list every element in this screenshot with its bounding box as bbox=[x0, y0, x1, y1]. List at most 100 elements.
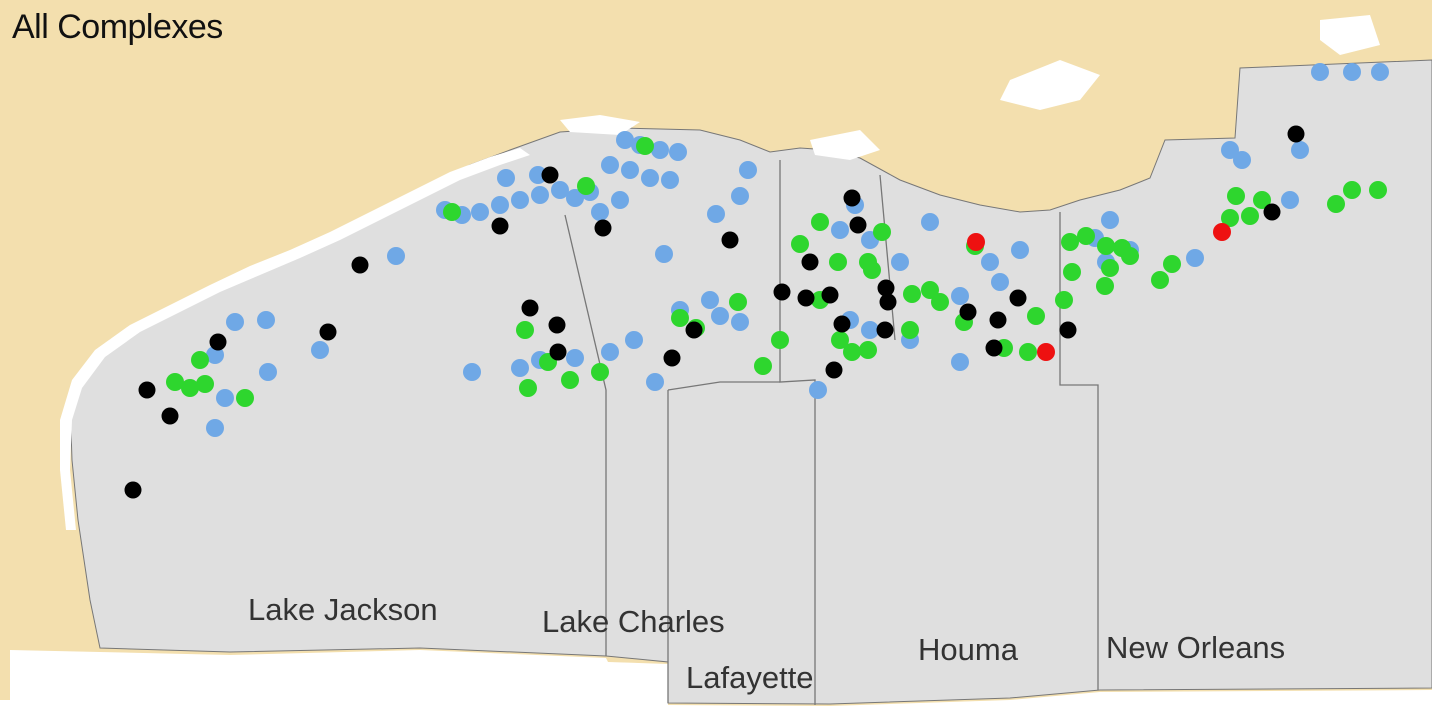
complex-point-blue bbox=[387, 247, 405, 265]
complex-point-black bbox=[161, 407, 179, 425]
complex-point-blue bbox=[1371, 63, 1389, 81]
complex-point-blue bbox=[661, 171, 679, 189]
complex-point-black bbox=[124, 481, 142, 499]
complex-point-black bbox=[849, 216, 867, 234]
complex-point-green bbox=[863, 261, 881, 279]
complex-point-blue bbox=[651, 141, 669, 159]
complex-point-blue bbox=[951, 287, 969, 305]
complex-point-blue bbox=[566, 349, 584, 367]
complex-point-blue bbox=[707, 205, 725, 223]
complex-point-black bbox=[209, 333, 227, 351]
complex-point-green bbox=[831, 331, 849, 349]
complex-point-green bbox=[729, 293, 747, 311]
complex-point-black bbox=[138, 381, 156, 399]
complex-point-blue bbox=[1011, 241, 1029, 259]
complex-point-blue bbox=[566, 189, 584, 207]
complex-point-black bbox=[319, 323, 337, 341]
complex-point-blue bbox=[1291, 141, 1309, 159]
complex-point-black bbox=[797, 289, 815, 307]
complex-point-blue bbox=[259, 363, 277, 381]
complex-point-black bbox=[825, 361, 843, 379]
complex-point-green bbox=[903, 285, 921, 303]
complex-point-blue bbox=[809, 381, 827, 399]
complex-point-blue bbox=[511, 191, 529, 209]
complex-point-blue bbox=[831, 221, 849, 239]
complex-point-green bbox=[196, 375, 214, 393]
boundary-lafayette-top bbox=[667, 381, 780, 391]
complex-point-black bbox=[876, 321, 894, 339]
complex-point-green bbox=[1101, 259, 1119, 277]
complex-point-black bbox=[521, 299, 539, 317]
bay-shape bbox=[1320, 15, 1380, 55]
complex-point-blue bbox=[981, 253, 999, 271]
complex-point-green bbox=[591, 363, 609, 381]
complex-point-blue bbox=[1233, 151, 1251, 169]
complex-point-green bbox=[191, 351, 209, 369]
complex-point-blue bbox=[1221, 141, 1239, 159]
complex-point-green bbox=[1221, 209, 1239, 227]
complex-point-blue bbox=[216, 389, 234, 407]
complex-point-green bbox=[921, 281, 939, 299]
complex-point-black bbox=[773, 283, 791, 301]
complex-point-blue bbox=[1186, 249, 1204, 267]
complex-point-green bbox=[829, 253, 847, 271]
complex-point-green bbox=[811, 213, 829, 231]
complex-point-blue bbox=[511, 359, 529, 377]
boundary-houma-west bbox=[779, 160, 816, 705]
complex-point-black bbox=[821, 286, 839, 304]
district-label-lake-jackson: Lake Jackson bbox=[248, 592, 438, 627]
complex-point-blue bbox=[711, 307, 729, 325]
complex-point-blue bbox=[951, 353, 969, 371]
complex-point-blue bbox=[531, 186, 549, 204]
complex-point-red bbox=[1037, 343, 1055, 361]
complex-point-green bbox=[1055, 291, 1073, 309]
complex-point-green bbox=[181, 379, 199, 397]
district-label-houma: Houma bbox=[918, 632, 1019, 667]
complex-point-blue bbox=[921, 213, 939, 231]
complex-point-green bbox=[671, 309, 689, 327]
boundary-lake-jackson-east bbox=[564, 214, 607, 656]
complex-point-green bbox=[843, 343, 861, 361]
complex-point-blue bbox=[206, 419, 224, 437]
complex-point-black bbox=[877, 279, 895, 297]
complex-point-black bbox=[548, 316, 566, 334]
complex-point-blue bbox=[731, 313, 749, 331]
complex-point-black bbox=[1059, 321, 1077, 339]
complex-point-green bbox=[901, 321, 919, 339]
complex-point-blue bbox=[601, 343, 619, 361]
complex-point-blue bbox=[591, 203, 609, 221]
complex-point-blue bbox=[621, 161, 639, 179]
complex-point-green bbox=[873, 223, 891, 241]
complex-point-blue bbox=[206, 346, 224, 364]
complex-point-blue bbox=[471, 203, 489, 221]
complex-point-blue bbox=[739, 161, 757, 179]
complex-point-blue bbox=[601, 156, 619, 174]
complex-point-black bbox=[985, 339, 1003, 357]
complex-point-green bbox=[516, 321, 534, 339]
complex-point-green bbox=[1369, 181, 1387, 199]
complex-point-green bbox=[1241, 207, 1259, 225]
complex-point-blue bbox=[611, 191, 629, 209]
complex-point-red bbox=[1213, 223, 1231, 241]
complex-point-blue bbox=[497, 169, 515, 187]
complex-point-blue bbox=[616, 131, 634, 149]
bay-shape bbox=[810, 130, 880, 160]
complex-point-black bbox=[843, 189, 861, 207]
complex-point-red bbox=[967, 233, 985, 251]
complex-point-green bbox=[561, 371, 579, 389]
complex-point-green bbox=[443, 203, 461, 221]
complex-point-green bbox=[859, 341, 877, 359]
complex-point-blue bbox=[646, 373, 664, 391]
complex-point-green bbox=[1253, 191, 1271, 209]
complex-point-green bbox=[1077, 227, 1095, 245]
complex-point-green bbox=[1061, 233, 1079, 251]
complex-point-green bbox=[1343, 181, 1361, 199]
district-label-lafayette: Lafayette bbox=[686, 660, 814, 695]
district-label-lake-charles: Lake Charles bbox=[542, 604, 725, 639]
complex-point-black bbox=[491, 217, 509, 235]
complex-point-blue bbox=[641, 169, 659, 187]
complex-point-black bbox=[879, 293, 897, 311]
complex-point-black bbox=[1009, 289, 1027, 307]
complex-point-green bbox=[754, 357, 772, 375]
